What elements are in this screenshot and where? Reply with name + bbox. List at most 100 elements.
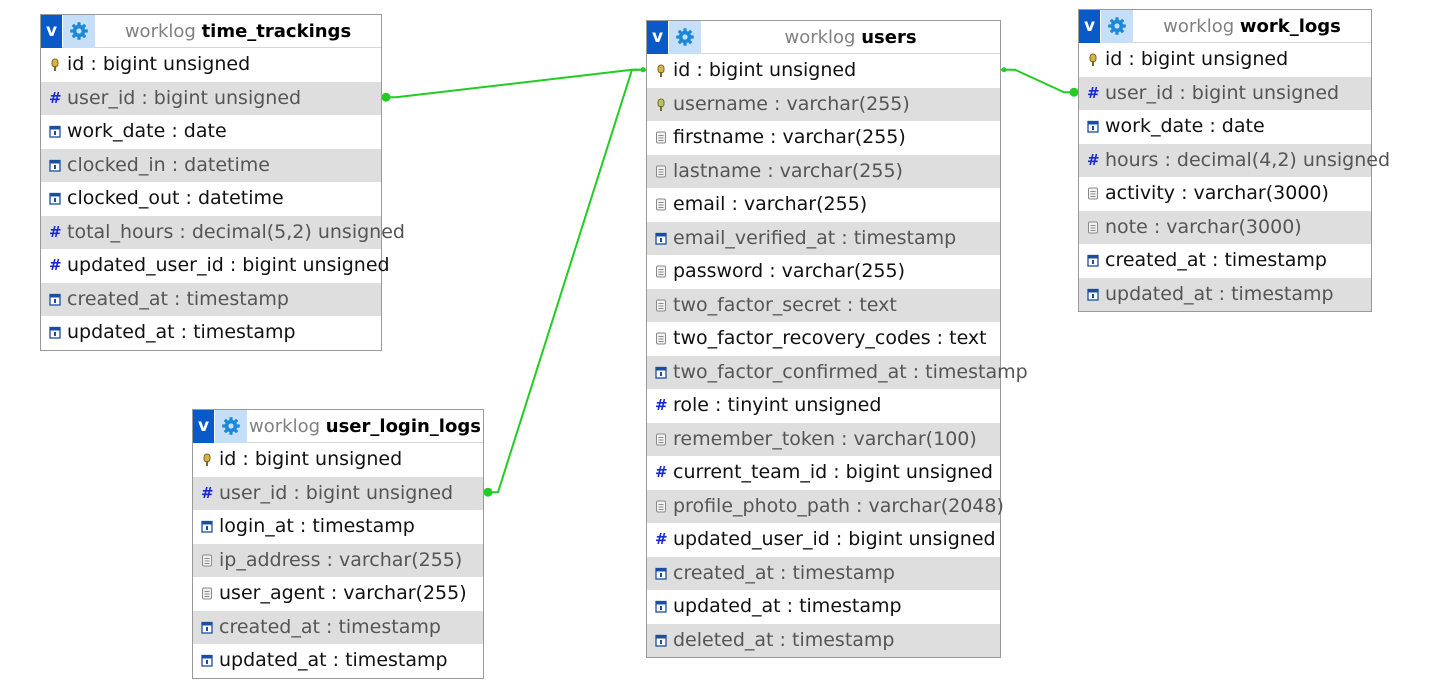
column-row[interactable]: updated_at : timestamp [1079, 277, 1371, 311]
numeric-icon: # [201, 483, 214, 502]
table-title[interactable]: worklog users [701, 21, 1000, 54]
column-row[interactable]: username : varchar(255) [647, 87, 1000, 121]
relation-line-user-login-logs[interactable] [484, 68, 646, 494]
column-row[interactable]: # user_id : bigint unsigned [193, 476, 483, 510]
column-label: id : bigint unsigned [219, 448, 403, 470]
table-title[interactable]: worklog work_logs [1133, 10, 1371, 43]
column-label: firstname : varchar(255) [673, 126, 906, 148]
column-row[interactable]: work_date : date [1079, 110, 1371, 144]
column-row[interactable]: clocked_out : datetime [41, 182, 381, 216]
relation-line-work-logs[interactable] [1001, 68, 1078, 94]
column-row[interactable]: profile_photo_path : varchar(2048) [647, 489, 1004, 523]
text-icon [1087, 211, 1101, 244]
column-row[interactable]: email_verified_at : timestamp [647, 221, 1000, 255]
column-label: two_factor_secret : text [673, 293, 897, 316]
column-label: id : bigint unsigned [67, 53, 251, 75]
column-row[interactable]: #user_id : bigint unsigned [1079, 76, 1371, 110]
text-icon [655, 423, 669, 456]
numeric-icon: # [1087, 83, 1100, 102]
gear-icon [222, 417, 240, 435]
column-label: deleted_at : timestamp [673, 628, 895, 651]
column-label: created_at : timestamp [673, 561, 895, 584]
date-icon [655, 557, 669, 590]
column-row[interactable]: lastname : varchar(255) [647, 154, 1000, 188]
text-icon [1087, 177, 1101, 210]
column-row[interactable]: created_at : timestamp [193, 610, 483, 644]
column-row[interactable]: id : bigint unsigned [647, 54, 1000, 88]
column-row[interactable]: remember_token : varchar(100) [647, 422, 1000, 456]
table-title[interactable]: worklog user_login_logs [247, 410, 483, 443]
schema-name: worklog [1163, 16, 1235, 37]
column-row[interactable]: deleted_at : timestamp [647, 623, 1000, 657]
column-row[interactable]: created_at : timestamp [647, 556, 1000, 590]
column-label: user_id : bigint unsigned [219, 481, 454, 504]
gear-icon [1108, 17, 1126, 35]
text-icon [655, 121, 669, 154]
schema-name: worklog [784, 27, 856, 48]
column-label: remember_token : varchar(100) [673, 427, 977, 450]
toggle-columns-button[interactable]: v [193, 410, 214, 443]
column-row[interactable]: note : varchar(3000) [1079, 210, 1371, 244]
table-name: user_login_logs [325, 416, 481, 437]
column-row[interactable]: two_factor_confirmed_at : timestamp [647, 355, 1028, 389]
column-label: activity : varchar(3000) [1105, 182, 1329, 204]
table-options-button[interactable] [669, 21, 701, 54]
toggle-columns-button[interactable]: v [41, 15, 62, 48]
column-row[interactable]: #current_team_id : bigint unsigned [647, 456, 1000, 490]
column-row[interactable]: user_agent : varchar(255) [193, 577, 483, 611]
column-label: work_date : date [67, 120, 227, 142]
table-name: users [861, 27, 917, 48]
column-row[interactable]: email : varchar(255) [647, 188, 1000, 222]
column-row[interactable]: id : bigint unsigned [41, 48, 381, 82]
table-name: time_trackings [201, 21, 352, 42]
table-options-button[interactable] [1101, 10, 1133, 43]
column-label: two_factor_recovery_codes : text [673, 327, 987, 349]
table-options-button[interactable] [215, 410, 247, 443]
column-row[interactable]: two_factor_recovery_codes : text [647, 322, 1000, 356]
column-label: ip_address : varchar(255) [219, 548, 463, 571]
date-icon [49, 283, 63, 316]
column-row[interactable]: #role : tinyint unsigned [647, 389, 1000, 423]
column-label: email_verified_at : timestamp [673, 226, 957, 249]
column-row[interactable]: updated_at : timestamp [193, 644, 483, 678]
toggle-columns-button[interactable]: v [1079, 10, 1100, 43]
column-row[interactable]: login_at : timestamp [193, 510, 483, 544]
column-row[interactable]: two_factor_secret : text [647, 288, 1000, 322]
relation-line-time-trackings[interactable] [382, 68, 646, 99]
column-row[interactable]: #hours : decimal(4,2) unsigned [1079, 143, 1390, 177]
column-row[interactable]: #updated_user_id : bigint unsigned [647, 523, 1000, 557]
text-icon [655, 155, 669, 188]
column-row[interactable]: id : bigint unsigned [193, 443, 483, 477]
table-options-button[interactable] [63, 15, 95, 48]
column-row[interactable]: #total_hours : decimal(5,2) unsigned [41, 215, 405, 249]
column-label: updated_at : timestamp [673, 595, 902, 617]
column-label: lastname : varchar(255) [673, 159, 903, 182]
toggle-columns-button[interactable]: v [647, 21, 668, 54]
schema-name: worklog [249, 416, 321, 437]
column-row[interactable]: ip_address : varchar(255) [193, 543, 483, 577]
column-row[interactable]: #user_id : bigint unsigned [41, 81, 381, 115]
text-icon [655, 490, 669, 523]
column-row[interactable]: updated_at : timestamp [41, 316, 381, 350]
column-label: note : varchar(3000) [1105, 215, 1302, 238]
column-row[interactable]: created_at : timestamp [41, 282, 381, 316]
column-label: clocked_out : datetime [67, 187, 284, 209]
column-row[interactable]: clocked_in : datetime [41, 148, 381, 182]
column-row[interactable]: work_date : date [41, 115, 381, 149]
column-label: clocked_in : datetime [67, 153, 270, 176]
date-icon [1087, 110, 1101, 143]
column-row[interactable]: id : bigint unsigned [1079, 43, 1371, 77]
column-row[interactable]: created_at : timestamp [1079, 244, 1371, 278]
column-row[interactable]: #updated_user_id : bigint unsigned [41, 249, 390, 283]
text-icon [655, 255, 669, 288]
column-row[interactable]: updated_at : timestamp [647, 590, 1000, 624]
table-title[interactable]: worklog time_trackings [95, 15, 381, 48]
column-row[interactable]: activity : varchar(3000) [1079, 177, 1371, 211]
column-label: updated_user_id : bigint unsigned [673, 528, 996, 550]
column-row[interactable]: firstname : varchar(255) [647, 121, 1000, 155]
column-row[interactable]: password : varchar(255) [647, 255, 1000, 289]
